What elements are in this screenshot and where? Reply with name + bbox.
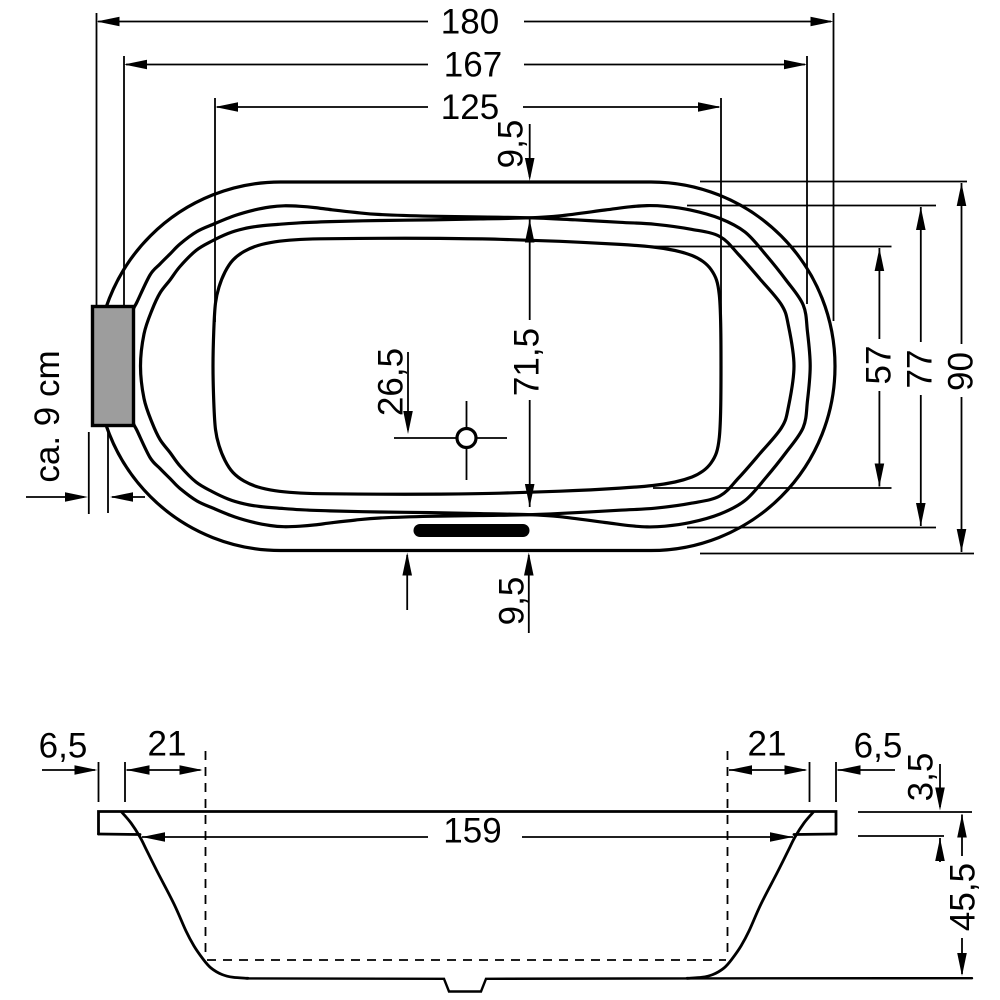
svg-text:6,5: 6,5	[39, 727, 88, 766]
svg-text:21: 21	[148, 725, 187, 764]
svg-text:9,5: 9,5	[493, 577, 532, 626]
svg-text:45,5: 45,5	[944, 863, 983, 931]
svg-text:57: 57	[860, 346, 899, 385]
svg-text:71,5: 71,5	[508, 328, 547, 396]
svg-text:180: 180	[441, 3, 499, 42]
svg-text:77: 77	[901, 350, 940, 389]
svg-text:21: 21	[748, 725, 787, 764]
svg-text:3,5: 3,5	[902, 753, 941, 802]
svg-text:159: 159	[443, 812, 501, 851]
svg-text:26,5: 26,5	[372, 348, 411, 416]
svg-text:9,5: 9,5	[492, 120, 531, 169]
svg-text:90: 90	[942, 352, 981, 391]
svg-text:6,5: 6,5	[854, 727, 903, 766]
svg-text:125: 125	[441, 88, 499, 127]
svg-text:167: 167	[444, 46, 502, 85]
svg-text:ca. 9 cm: ca. 9 cm	[28, 350, 67, 482]
